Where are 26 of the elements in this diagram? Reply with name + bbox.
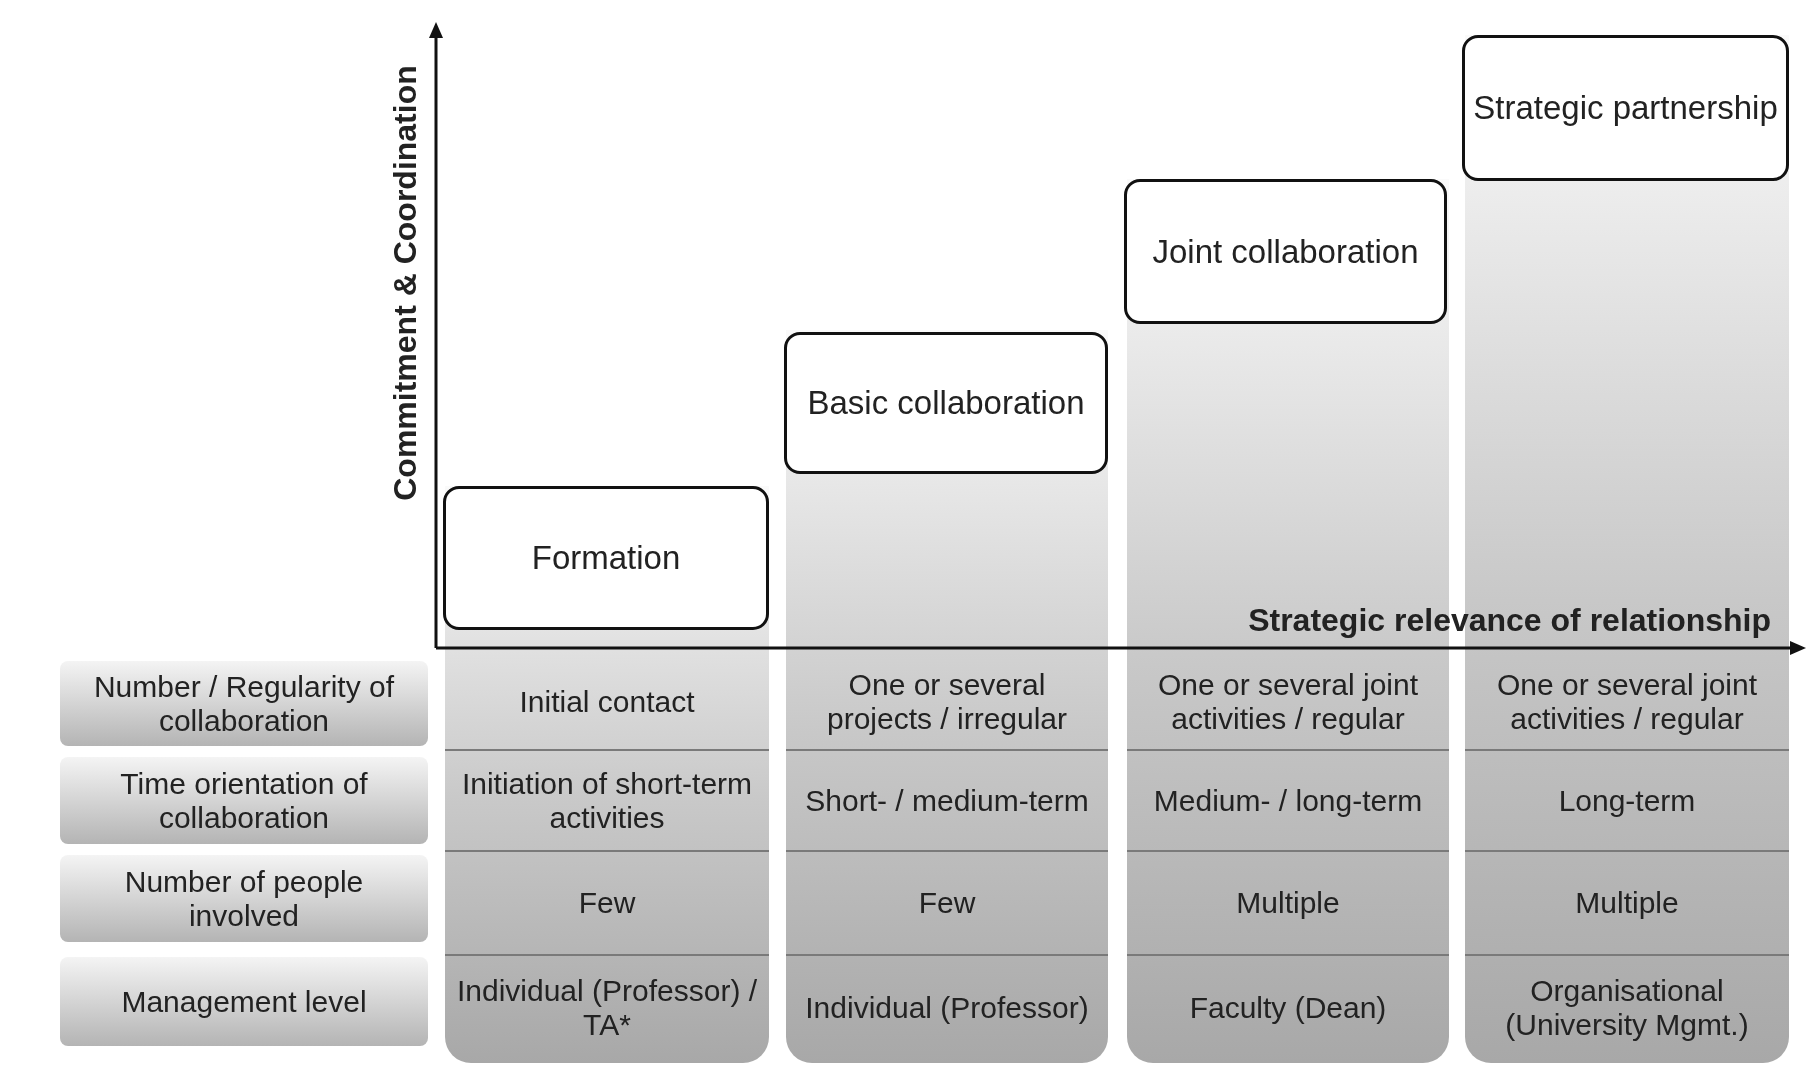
table-cell-text: Individual (Professor) [804, 990, 1090, 1026]
stage-box: Joint collaboration [1124, 179, 1447, 324]
table-cell-text: One or several joint activities / regular [1495, 667, 1759, 737]
table-cell-text: Initial contact [518, 684, 696, 720]
table-cell-text: Organisational (University Mgmt.) [1504, 973, 1750, 1043]
table-cell-text: Faculty (Dean) [1188, 990, 1388, 1026]
table-cell-text: Short- / medium-term [804, 782, 1090, 819]
table-cell-text: One or several projects / irregular [825, 667, 1069, 737]
row-header: Number / Regularity of collaboration [60, 661, 428, 746]
table-cell-text: Multiple [1574, 885, 1680, 921]
table-cell-text: Initiation of short-term activities [460, 765, 754, 836]
row-header: Management level [60, 957, 428, 1046]
table-cell-text: Long-term [1557, 782, 1697, 819]
stage-box: Formation [443, 486, 769, 630]
stage-box: Strategic partnership [1462, 35, 1789, 181]
stage-box: Basic collaboration [784, 332, 1108, 474]
axis-title: Commitment & Coordination [386, 65, 424, 501]
row-header: Number of people involved [60, 855, 428, 942]
table-cell-text: Few [577, 885, 637, 921]
table-cell-text: Individual (Professor) / TA* [455, 973, 759, 1043]
table-cell-text: Multiple [1235, 885, 1341, 921]
table-cell-text: Few [917, 885, 977, 921]
row-header: Time orientation of collaboration [60, 757, 428, 844]
table-cell-text: One or several joint activities / regular [1156, 667, 1420, 737]
axis-title: Strategic relevance of relationship [1248, 602, 1771, 639]
table-cell-text: Medium- / long-term [1152, 782, 1424, 819]
